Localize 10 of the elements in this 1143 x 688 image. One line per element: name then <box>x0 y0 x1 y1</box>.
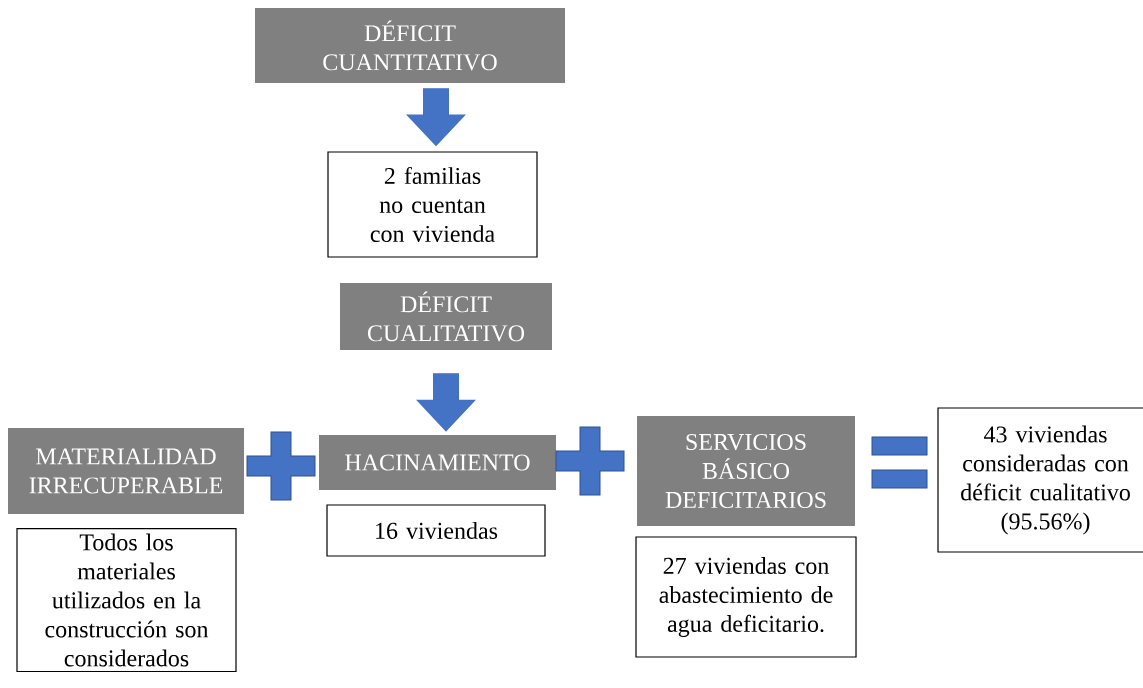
text-box: 16 viviendas <box>326 504 546 557</box>
category-box: DÉFICIT CUANTITATIVO <box>255 8 565 83</box>
text-box: 2 familias no cuentan con vivienda <box>327 151 538 258</box>
text-box: 43 viviendas consideradas con déficit cualitativo (95.56%) <box>937 407 1143 553</box>
category-box: DÉFICIT CUALITATIVO <box>340 283 552 350</box>
text-box: 27 viviendas con abastecimiento de agua deficitario. <box>635 536 857 658</box>
text-box: Todos los materiales utilizados en la construcción son considerados <box>16 528 237 673</box>
category-box: SERVICIOS BÁSICO DEFICITARIOS <box>637 416 855 526</box>
category-box: MATERIALIDAD IRRECUPERABLE <box>8 428 244 514</box>
category-box: HACINAMIENTO <box>319 435 556 490</box>
